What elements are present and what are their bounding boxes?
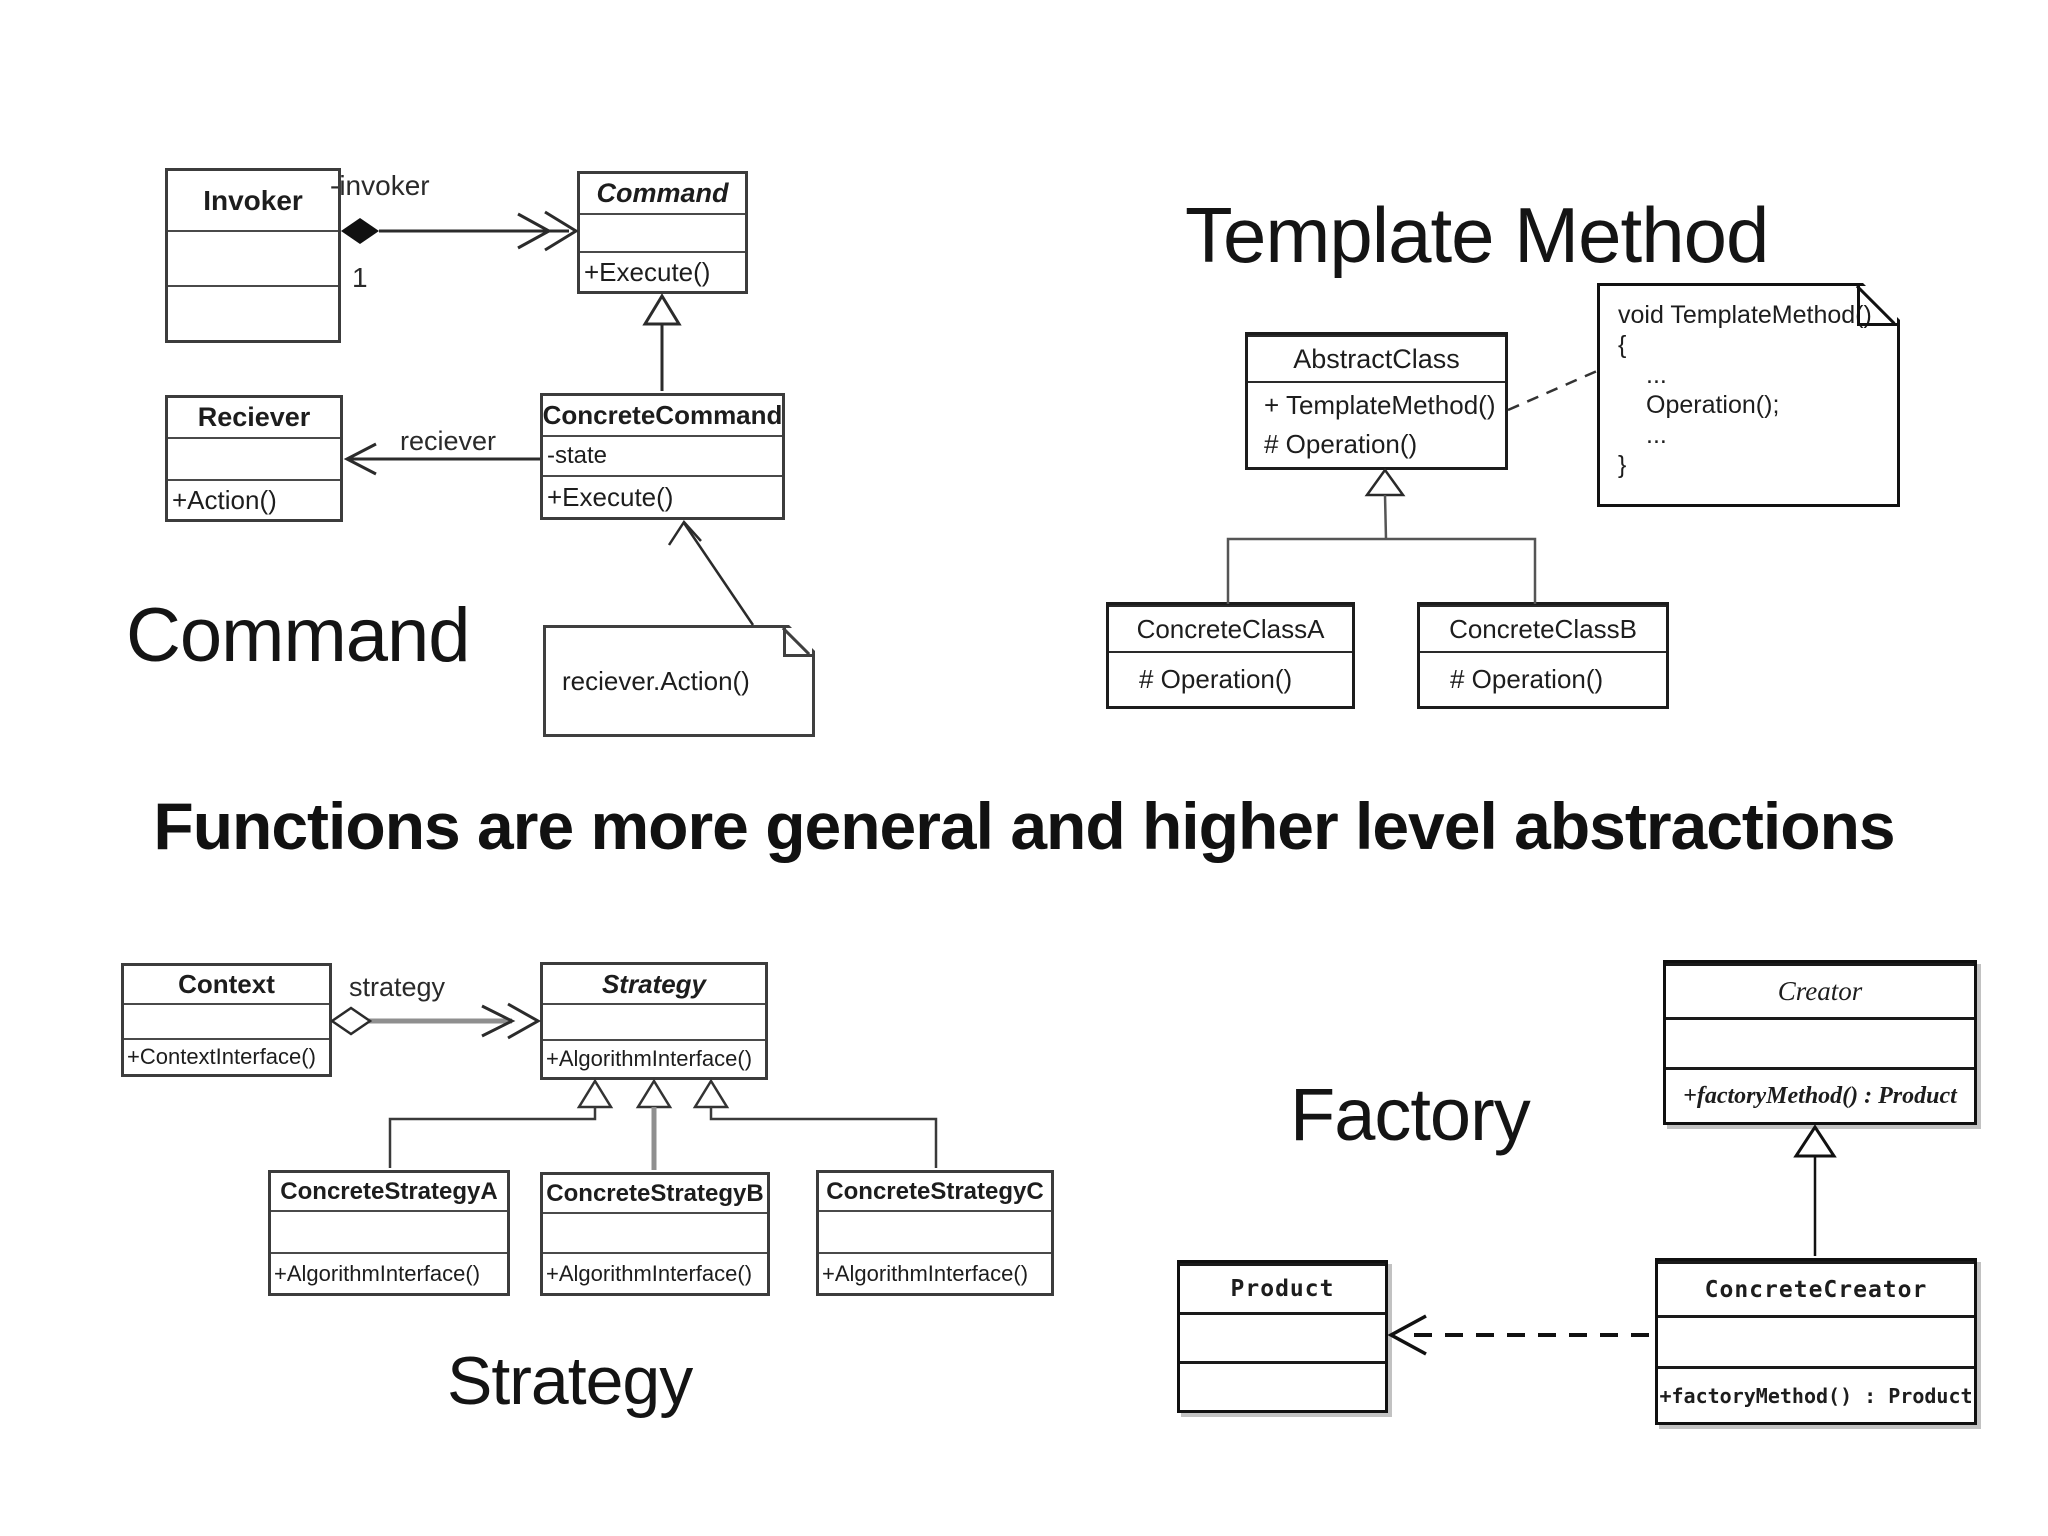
class-box-reciever: Reciever +Action() <box>165 395 343 522</box>
class-attribute: -state <box>543 435 782 475</box>
class-method: # Operation() <box>1420 651 1666 706</box>
generalization-triangle <box>642 293 682 326</box>
heading-strategy: Strategy <box>447 1343 693 1419</box>
class-title: ConcreteClassA <box>1109 605 1352 651</box>
open-arrowhead <box>1387 1314 1427 1356</box>
class-title: Creator <box>1666 963 1974 1017</box>
class-attributes-empty <box>168 230 338 285</box>
class-method: +AlgorithmInterface() <box>819 1252 1051 1293</box>
class-title: Product <box>1180 1263 1385 1312</box>
class-method: # Operation() <box>1264 428 1418 459</box>
generalization-stub <box>1383 494 1388 540</box>
class-method: +AlgorithmInterface() <box>543 1039 765 1077</box>
class-method: # Operation() <box>1109 651 1352 706</box>
open-arrowhead <box>667 519 702 546</box>
open-arrowhead <box>544 210 579 252</box>
class-method: + TemplateMethod() <box>1264 390 1496 421</box>
class-method: +factoryMethod() : Product <box>1666 1067 1974 1122</box>
class-box-context: Context +ContextInterface() <box>121 963 332 1077</box>
class-box-concrete-creator: ConcreteCreator +factoryMethod() : Produ… <box>1655 1258 1977 1425</box>
class-method: +ContextInterface() <box>124 1038 329 1074</box>
class-box-strategy: Strategy +AlgorithmInterface() <box>540 962 768 1080</box>
aggregation-diamond-open <box>329 1006 373 1036</box>
class-method: +Action() <box>168 479 340 519</box>
note-dashed-link <box>1507 369 1598 412</box>
class-title: Reciever <box>197 402 311 432</box>
class-method: +Execute() <box>543 475 782 517</box>
note-anchor-line <box>682 522 755 626</box>
uml-note-template-method: void TemplateMethod() { ... Operation();… <box>1597 283 1900 507</box>
statement-text: Functions are more general and higher le… <box>153 789 1895 863</box>
note-line: ... <box>1646 421 1667 449</box>
open-arrowhead-echo <box>481 1004 516 1038</box>
class-title: ConcreteClassB <box>1420 605 1666 651</box>
class-attributes-empty <box>168 437 340 479</box>
class-attributes-empty <box>1180 1312 1385 1361</box>
class-box-concrete-command: ConcreteCommand -state +Execute() <box>540 393 785 520</box>
note-line: Operation(); <box>1646 391 1780 419</box>
class-method: +factoryMethod() : Product <box>1658 1366 1974 1422</box>
multiplicity-label: 1 <box>352 262 368 293</box>
class-method: +Execute() <box>580 251 745 291</box>
class-box-invoker: Invoker <box>165 168 341 343</box>
generalization-triangle <box>635 1078 673 1109</box>
association-label-reciever: reciever <box>400 426 497 456</box>
uml-note-command: reciever.Action() <box>543 625 815 737</box>
association-label-invoker: -invoker <box>330 170 430 201</box>
open-arrowhead <box>507 1002 542 1040</box>
class-method: +AlgorithmInterface() <box>543 1252 767 1293</box>
note-line: } <box>1618 451 1627 479</box>
composition-diamond-filled <box>341 218 379 244</box>
class-title: Context <box>178 969 275 999</box>
inheritance-tree-line <box>1226 537 1537 604</box>
generalization-triangle <box>576 1078 614 1109</box>
class-box-abstract-class: AbstractClass + TemplateMethod() # Opera… <box>1245 332 1508 470</box>
class-attributes-empty <box>1666 1017 1974 1067</box>
class-title: ConcreteStrategyA <box>280 1177 498 1205</box>
open-arrowhead-echo <box>517 212 553 250</box>
generalization-triangle <box>1793 1124 1837 1158</box>
class-box-concrete-class-a: ConcreteClassA # Operation() <box>1106 602 1355 709</box>
class-attributes-empty <box>543 1003 765 1039</box>
class-box-concrete-strategy-a: ConcreteStrategyA +AlgorithmInterface() <box>268 1170 510 1296</box>
class-title: Strategy <box>601 968 707 999</box>
class-box-concrete-class-b: ConcreteClassB # Operation() <box>1417 602 1669 709</box>
class-attributes-empty <box>543 1212 767 1252</box>
heading-command: Command <box>126 593 471 678</box>
class-methods-empty <box>168 285 338 340</box>
generalization-triangle <box>692 1078 730 1109</box>
generalization-line-a <box>388 1107 597 1168</box>
heading-template-method: Template Method <box>1185 191 1769 279</box>
class-attributes-empty <box>1658 1315 1974 1366</box>
class-attributes-empty <box>580 213 745 251</box>
class-title: Command <box>596 178 729 208</box>
class-title: ConcreteCommand <box>543 400 782 430</box>
class-box-concrete-strategy-b: ConcreteStrategyB +AlgorithmInterface() <box>540 1172 770 1296</box>
class-title: AbstractClass <box>1248 335 1505 381</box>
association-label-strategy: strategy <box>349 972 446 1002</box>
heading-factory: Factory <box>1290 1073 1531 1156</box>
class-title: ConcreteStrategyB <box>546 1179 764 1207</box>
generalization-line-c <box>709 1107 938 1168</box>
note-line: { <box>1618 331 1627 359</box>
class-attributes-empty <box>271 1210 507 1252</box>
class-box-product: Product <box>1177 1260 1388 1413</box>
class-attributes-empty <box>124 1003 329 1038</box>
class-box-concrete-strategy-c: ConcreteStrategyC +AlgorithmInterface() <box>816 1170 1054 1296</box>
class-attributes-empty <box>819 1210 1051 1252</box>
class-method: +AlgorithmInterface() <box>271 1252 507 1293</box>
open-arrowhead <box>343 442 377 476</box>
class-title: ConcreteCreator <box>1658 1261 1974 1315</box>
class-box-creator: Creator +factoryMethod() : Product <box>1663 960 1977 1125</box>
class-methods-empty <box>1180 1361 1385 1410</box>
generalization-triangle <box>1364 467 1406 497</box>
note-text: reciever.Action() <box>562 665 750 696</box>
class-title: ConcreteStrategyC <box>826 1177 1044 1205</box>
note-line: void TemplateMethod() <box>1618 301 1872 329</box>
class-title: Invoker <box>203 184 303 216</box>
class-box-command: Command +Execute() <box>577 171 748 294</box>
note-line: ... <box>1646 361 1667 389</box>
